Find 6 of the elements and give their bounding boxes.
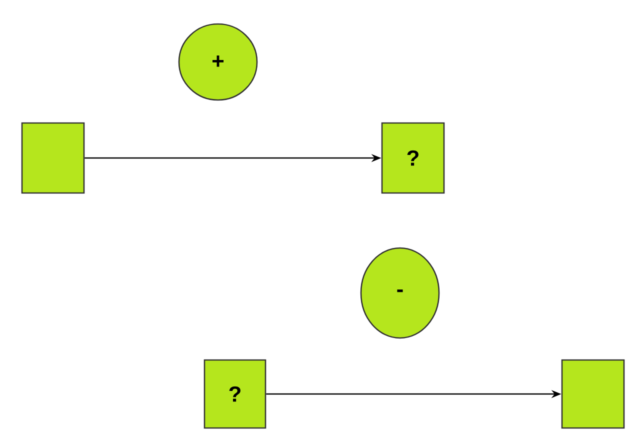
- oval: -: [360, 247, 440, 339]
- square-box: ?: [204, 359, 266, 429]
- square-box: ?: [381, 122, 445, 194]
- square-box: [21, 122, 85, 194]
- square-box: [561, 359, 625, 429]
- oval: +: [178, 23, 258, 101]
